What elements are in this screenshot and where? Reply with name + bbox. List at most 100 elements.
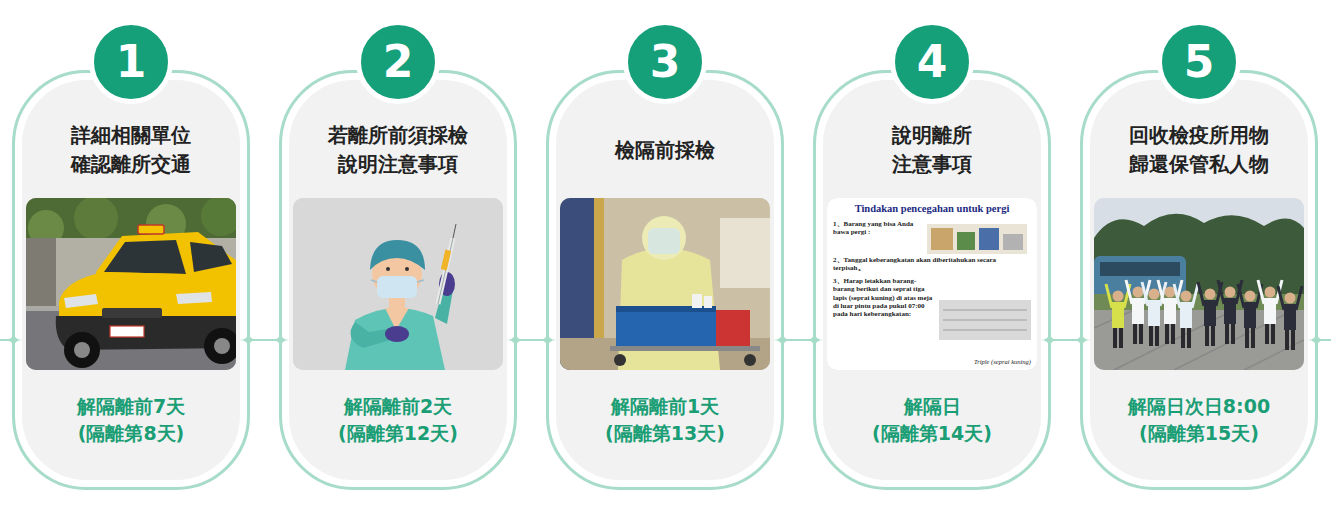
taxi-photo-scene — [74, 342, 90, 358]
group-photo-scene — [1158, 280, 1182, 344]
group-photo-scene — [1094, 198, 1304, 370]
ppe-worker-scene — [716, 310, 750, 346]
step-title: 說明離所 注意事項 — [858, 121, 1006, 179]
nurse-illustration-scene — [438, 238, 453, 304]
nurse-illustration-scene — [385, 326, 409, 342]
step-timing: 解隔離前2天 (隔離第12天) — [318, 393, 478, 446]
ppe-worker-scene — [616, 306, 716, 346]
step-photo — [26, 198, 236, 370]
nurse-illustration-scene — [371, 280, 377, 282]
group-photo-scene — [1106, 284, 1130, 348]
group-photo-scene — [1174, 284, 1198, 348]
step-title: 檢隔前採檢 — [591, 136, 739, 165]
connector-stub — [1318, 339, 1331, 341]
taxi-photo-scene — [110, 326, 144, 337]
group-photo — [1094, 198, 1304, 370]
step-number-circle: 3 — [623, 20, 707, 104]
step-number-circle: 4 — [890, 20, 974, 104]
slide-text: 3、Harap letakkan barang-barang berikut d… — [833, 277, 933, 319]
taxi-photo-scene — [214, 338, 230, 354]
ppe-worker-scene — [744, 354, 756, 366]
nurse-illustration-scene — [438, 238, 453, 304]
group-photo-scene — [1278, 286, 1302, 350]
ppe-worker-scene — [610, 346, 760, 351]
ppe-worker-scene — [560, 198, 770, 370]
group-photo-scene — [1100, 262, 1180, 276]
step-card: 若離所前須採檢 說明注意事項 — [279, 70, 517, 490]
ppe-worker-scene — [614, 354, 626, 366]
step-number: 4 — [895, 25, 969, 99]
group-photo-scene — [1126, 280, 1150, 344]
step-photo — [293, 198, 503, 370]
nurse-illustration-scene — [453, 224, 456, 238]
notice-slide-scene — [943, 329, 1027, 331]
group-photo-scene — [1198, 282, 1222, 346]
step-number: 1 — [94, 25, 168, 99]
step-connector — [1051, 340, 1080, 341]
step-timing: 解隔離前7天 (隔離第8天) — [51, 393, 211, 446]
step-number-circle: 2 — [356, 20, 440, 104]
taxi-photo-scene — [64, 294, 98, 308]
step-connector — [517, 340, 546, 341]
step-timing: 解隔日次日8:00 (隔離第15天) — [1119, 393, 1279, 446]
step-card: 詳細相關單位 確認離所交通 — [12, 70, 250, 490]
notice-slide-scene — [943, 319, 1027, 321]
taxi-photo-scene — [204, 328, 236, 364]
taxi-photo-scene — [26, 238, 56, 310]
nurse-illustration-scene — [293, 198, 503, 370]
ppe-worker-scene — [642, 216, 686, 260]
step-photo — [1094, 198, 1304, 370]
taxi-photo-scene — [201, 198, 236, 236]
taxi-photo-scene — [102, 308, 162, 318]
step-number: 5 — [1162, 25, 1236, 99]
taxi-photo-scene — [26, 198, 236, 370]
step-timing: 解隔離前1天 (隔離第13天) — [585, 393, 745, 446]
slide-text: Tindakan pencegahan untuk pergi — [831, 203, 1033, 216]
step-card: 檢隔前採檢 解隔離前1天 (隔離第13天)3 — [546, 70, 784, 490]
taxi-photo-scene — [190, 242, 232, 272]
step-title: 回收檢疫所用物 歸還保管私人物 — [1125, 121, 1273, 179]
notice-slide-scene — [927, 224, 1027, 254]
nurse-illustration-scene — [293, 198, 503, 370]
notice-slide-scene — [827, 198, 1037, 370]
slide-text: 2、Tanggal keberangkatan akan diberitahuk… — [833, 256, 1029, 273]
step-photo — [560, 198, 770, 370]
notice-slide-scene — [931, 228, 953, 250]
nurse-illustration-scene — [417, 280, 424, 282]
step-number: 3 — [628, 25, 702, 99]
nurse-illustration-scene — [345, 308, 445, 370]
step-number-circle: 5 — [1157, 20, 1241, 104]
step-connector — [1051, 339, 1080, 341]
taxi-photo-scene — [59, 272, 236, 322]
notice-slide-scene — [943, 309, 1027, 311]
taxi-photo — [26, 198, 236, 370]
step-title: 若離所前須採檢 說明注意事項 — [324, 121, 472, 179]
taxi-photo-scene — [74, 198, 118, 240]
notice-slide-scene — [939, 300, 1031, 340]
taxi-photo-scene — [138, 225, 164, 234]
ppe-worker-scene — [704, 296, 712, 308]
ppe-worker-scene — [720, 218, 770, 288]
nurse-illustration-scene — [370, 240, 425, 270]
step-title: 詳細相關單位 確認離所交通 — [57, 121, 205, 179]
nurse-illustration-scene — [386, 267, 390, 271]
taxi-photo-scene — [104, 240, 186, 274]
step-timing: 解隔日 (隔離第14天) — [852, 393, 1012, 446]
notice-slide-scene — [1003, 234, 1023, 250]
step-connector — [250, 340, 279, 341]
taxi-photo-scene — [64, 332, 100, 368]
notice-slide-scene — [979, 228, 999, 250]
taxi-photo-scene — [176, 292, 212, 304]
connector-stub — [0, 339, 12, 341]
step-number-circle: 1 — [89, 20, 173, 104]
ppe-worker-scene — [692, 294, 702, 308]
nurse-illustration-scene — [405, 267, 409, 271]
ppe-worker-photo — [560, 198, 770, 370]
slide-text: Triple (seprai kuning) — [974, 358, 1031, 366]
ppe-worker-scene — [648, 228, 680, 254]
step-photo: Tindakan pencegahan untuk pergi 1、Barang … — [827, 198, 1037, 370]
nurse-illustration — [293, 198, 503, 370]
step-card: 說明離所 注意事項 Tindakan pencegahan untuk perg… — [813, 70, 1051, 490]
slide-text: 1、Barang yang bisa Anda bawa pergi : — [833, 220, 923, 237]
